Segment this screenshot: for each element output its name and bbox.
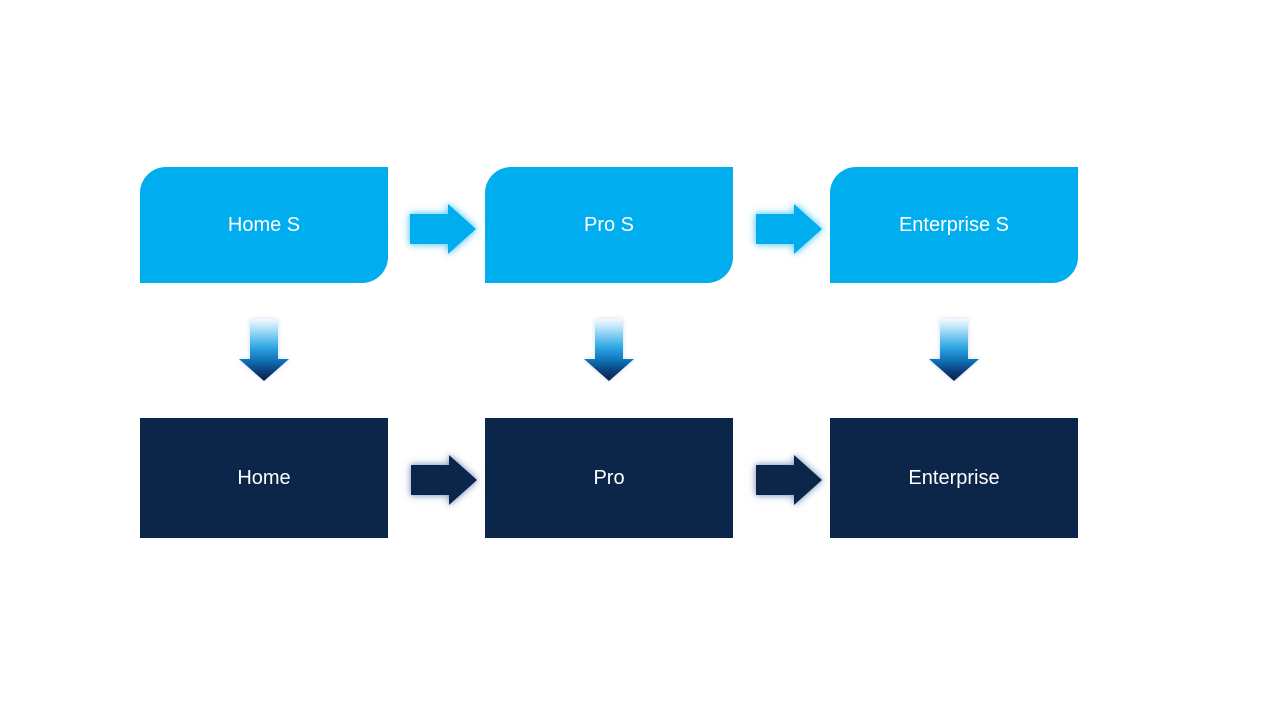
right-arrow-icon [756, 204, 822, 254]
down-arrow-icon [929, 319, 979, 381]
bottom-box-pro: Pro [485, 418, 733, 538]
top-box-home-s: Home S [140, 167, 388, 283]
top-box-pro-s-label: Pro S [583, 214, 635, 236]
right-arrow-icon [410, 204, 476, 254]
top-box-pro-s: Pro S [485, 167, 733, 283]
bottom-box-home-label: Home [237, 467, 291, 489]
top-box-enterprise-s-label: Enterprise S [898, 214, 1010, 236]
down-arrow-icon [584, 319, 634, 381]
bottom-box-pro-label: Pro [593, 467, 625, 489]
right-arrow-icon [756, 455, 822, 505]
top-box-enterprise-s: Enterprise S [830, 167, 1078, 283]
top-box-home-s-label: Home S [227, 214, 301, 236]
right-arrow-icon [411, 455, 477, 505]
down-arrow-icon [239, 319, 289, 381]
bottom-box-home: Home [140, 418, 388, 538]
bottom-box-enterprise: Enterprise [830, 418, 1078, 538]
bottom-box-enterprise-label: Enterprise [908, 467, 1000, 489]
